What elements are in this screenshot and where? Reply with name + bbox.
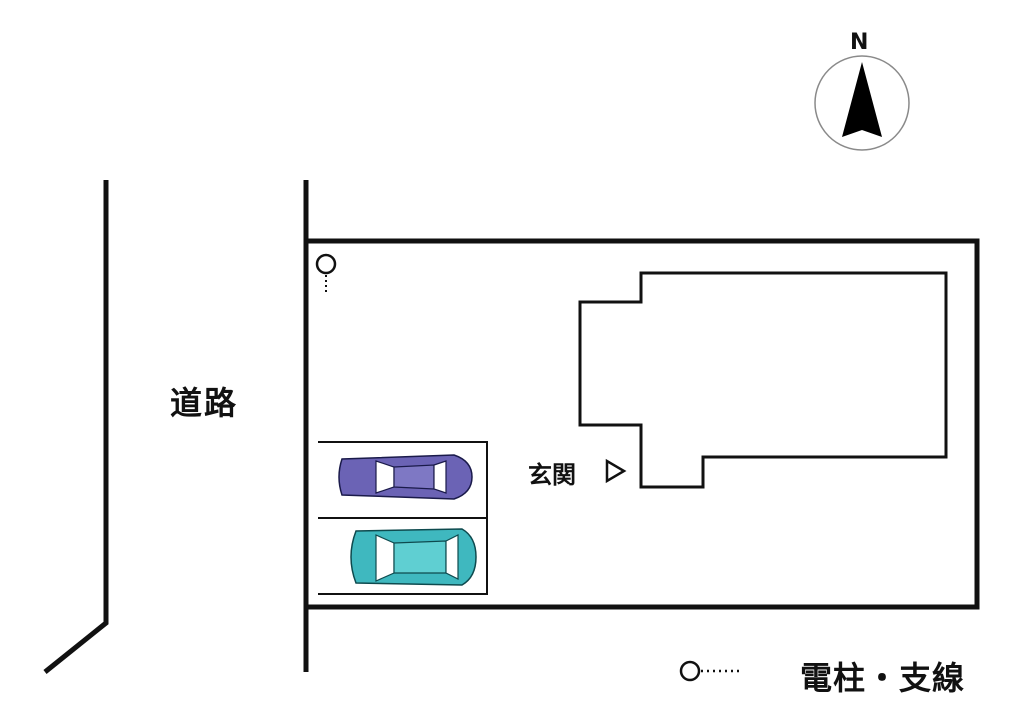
legend-label: 電柱・支線 [800, 659, 966, 697]
entrance-label: 玄関 [528, 461, 576, 489]
legend-pole-icon [679, 660, 742, 682]
house-footprint [578, 271, 948, 489]
compass-north-label: N [850, 30, 869, 55]
parking-area [318, 441, 488, 595]
parked-car-2 [350, 528, 477, 586]
entrance-arrow-icon [605, 458, 627, 484]
road-edge-line [43, 180, 109, 674]
compass-icon [814, 55, 910, 151]
utility-pole-icon [315, 253, 337, 294]
lot-boundary [306, 238, 980, 610]
road-label: 道路 [170, 384, 239, 422]
parked-car-1 [338, 454, 473, 500]
